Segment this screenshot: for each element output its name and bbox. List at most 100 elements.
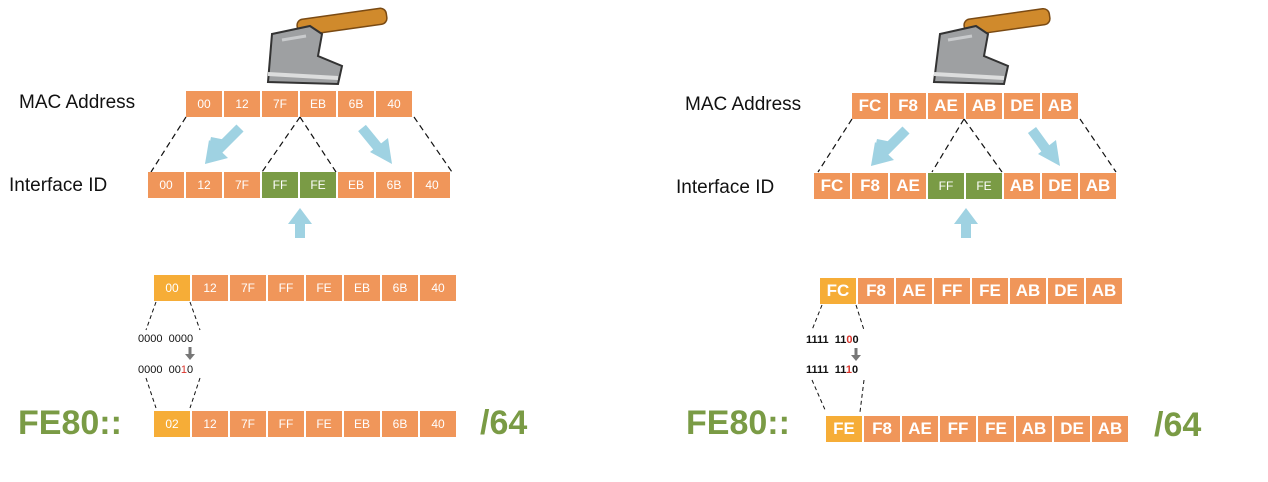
iid-byte: 12 [186,172,222,198]
final-byte: FE [978,416,1014,442]
iid-byte: 7F [224,172,260,198]
iid-byte: 40 [414,172,450,198]
intermediate-row: FC F8 AE FF FE AB DE AB [820,278,1124,304]
iid-byte-inserted: FE [966,173,1002,199]
intermediate-byte: 12 [192,275,228,301]
iid-byte-inserted: FE [300,172,336,198]
final-byte: 40 [420,411,456,437]
intermediate-byte: 7F [230,275,266,301]
iid-byte: 00 [148,172,184,198]
binary-nibble: 1111 [806,364,829,376]
intermediate-byte: FE [306,275,342,301]
binary-top: 1111 1100 [806,334,859,346]
iid-byte: DE [1042,173,1078,199]
flipped-bit: 1 [845,364,852,376]
mac-byte: AB [966,93,1002,119]
final-byte: 6B [382,411,418,437]
binary-nibble-part: 11 [834,364,846,376]
iid-byte-inserted: FF [262,172,298,198]
binary-nibble: 0000 [168,333,194,345]
intermediate-byte: 6B [382,275,418,301]
prefix-length: /64 [480,404,528,442]
arrow-up-icon [288,208,312,238]
final-row: FE F8 AE FF FE AB DE AB [826,416,1130,442]
flipped-bit: 0 [846,334,853,346]
intermediate-byte: AB [1010,278,1046,304]
binary-nibble-part: 00 [168,364,181,376]
axe-icon [266,7,388,86]
intermediate-byte: FE [972,278,1008,304]
mac-byte: 6B [338,91,374,117]
mac-address-label: MAC Address [685,94,802,115]
small-arrow-down-icon [851,348,861,361]
final-byte: EB [344,411,380,437]
binary-bottom: 0000 0010 [138,364,193,376]
mac-address-label: MAC Address [19,92,136,113]
panel-left-mac-00127feb6b40: MAC Address 00 12 7F EB 6B 40 Interface … [9,7,528,442]
axe-icon [932,7,1051,86]
intermediate-byte: EB [344,275,380,301]
arrow-down-left-icon [205,124,244,164]
iid-byte: AB [1004,173,1040,199]
final-byte: FF [940,416,976,442]
final-row: 02 12 7F FF FE EB 6B 40 [154,411,458,437]
intermediate-byte: FF [934,278,970,304]
mac-byte: AB [1042,93,1078,119]
panel-right-mac-fcf8aeabdeab: MAC Address FC F8 AE AB DE AB Interface … [634,0,1268,482]
mac-byte: DE [1004,93,1040,119]
link-local-prefix: FE80:: [18,404,122,442]
binary-nibble-part: 0 [851,364,859,376]
intermediate-byte: DE [1048,278,1084,304]
final-byte: 12 [192,411,228,437]
intermediate-byte-first: FC [820,278,856,304]
binary-top: 0000 0000 [138,333,193,345]
binary-nibble-part: 11 [834,334,847,346]
intermediate-byte: FF [268,275,304,301]
mac-byte: EB [300,91,336,117]
binary-nibble: 0000 [138,333,163,345]
final-byte-first: FE [826,416,862,442]
intermediate-byte: AE [896,278,932,304]
final-byte: AB [1092,416,1128,442]
small-arrow-down-icon [185,347,195,360]
final-byte: F8 [864,416,900,442]
intermediate-byte: 40 [420,275,456,301]
arrow-down-right-icon [1027,127,1060,166]
arrow-down-left-icon [871,126,910,166]
intermediate-byte-first: 00 [154,275,190,301]
final-byte: AB [1016,416,1052,442]
iid-byte: FC [814,173,850,199]
binary-nibble: 1111 [806,334,829,346]
final-byte: FE [306,411,342,437]
final-byte-first: 02 [154,411,190,437]
final-byte: DE [1054,416,1090,442]
final-byte: 7F [230,411,266,437]
mac-address-row: 00 12 7F EB 6B 40 [186,91,414,117]
iid-byte: 6B [376,172,412,198]
iid-byte-inserted: FF [928,173,964,199]
interface-id-label: Interface ID [9,175,108,196]
mac-byte: 40 [376,91,412,117]
mac-byte: 12 [224,91,260,117]
iid-byte: AB [1080,173,1116,199]
mac-byte: F8 [890,93,926,119]
arrow-up-icon [954,208,978,238]
mac-byte: 00 [186,91,222,117]
final-byte: AE [902,416,938,442]
iid-byte: F8 [852,173,888,199]
mac-byte: FC [852,93,888,119]
interface-id-label: Interface ID [676,177,775,198]
left-connectors [145,7,453,409]
iid-byte: EB [338,172,374,198]
prefix-length: /64 [1154,406,1202,444]
intermediate-byte: F8 [858,278,894,304]
binary-bottom: 1111 1110 [806,364,858,376]
link-local-prefix: FE80:: [686,404,790,442]
mac-address-row: FC F8 AE AB DE AB [852,93,1080,119]
right-connectors [811,7,1117,413]
iid-byte: AE [890,173,926,199]
interface-id-row: 00 12 7F FF FE EB 6B 40 [148,172,452,198]
mac-byte: AE [928,93,964,119]
intermediate-byte: AB [1086,278,1122,304]
binary-nibble-part: 0 [852,334,859,346]
